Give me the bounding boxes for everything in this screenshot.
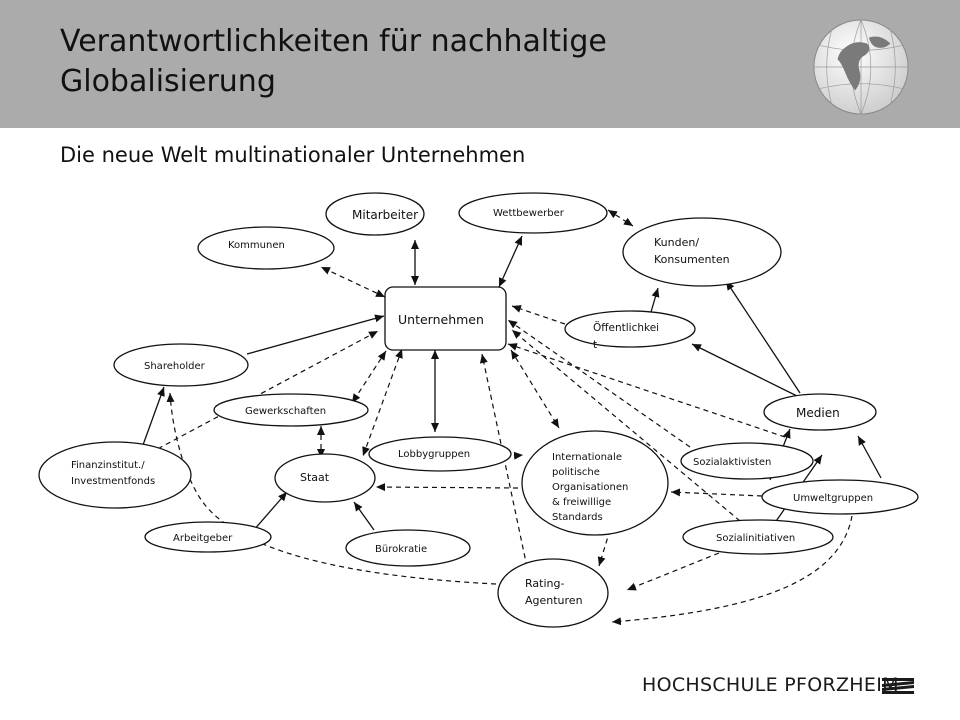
edge-medien-unternehmen <box>507 343 786 438</box>
edge-io-rating <box>597 529 611 567</box>
label-kunden-2: Konsumenten <box>654 253 730 266</box>
edge-umwelt-medien-2 <box>857 435 882 479</box>
label-buerokratie: Bürokratie <box>375 544 427 555</box>
node-wettbewerber <box>458 192 608 234</box>
node-kunden <box>622 217 782 287</box>
node-medien <box>763 393 877 431</box>
node-umweltgruppen <box>761 479 919 515</box>
label-oeffentlichkeit-2: t <box>593 339 597 351</box>
label-finanz-1: Finanzinstitut./ <box>71 460 145 471</box>
node-sozialaktivisten <box>680 442 814 480</box>
node-arbeitgeber <box>144 521 272 553</box>
node-buerokratie <box>345 529 471 567</box>
node-lobbygruppen <box>368 436 512 472</box>
label-mitarbeiter: Mitarbeiter <box>352 208 418 222</box>
label-medien: Medien <box>796 406 840 420</box>
node-gewerkschaften <box>213 393 369 427</box>
edge-umwelt-io <box>670 488 763 497</box>
node-rating <box>497 558 609 628</box>
globe-icon <box>813 19 909 115</box>
edge-umwelt-rating <box>611 515 853 626</box>
label-kommunen: Kommunen <box>228 240 285 251</box>
label-rating-1: Rating- <box>525 577 564 590</box>
label-shareholder: Shareholder <box>144 361 206 372</box>
node-mitarbeiter <box>325 192 425 236</box>
slide-subtitle: Die neue Welt multinationaler Unternehme… <box>60 143 526 167</box>
label-io-1: Internationale <box>552 452 622 463</box>
edge-wettbewerber-unternehmen <box>498 235 523 288</box>
node-staat <box>274 453 376 503</box>
hochschule-logo-icon <box>882 678 914 694</box>
node-sozialinitiativen <box>682 519 834 555</box>
label-sozialaktivisten: Sozialaktivisten <box>693 457 771 468</box>
node-unternehmen <box>384 286 507 351</box>
label-sozialinitiativen: Sozialinitiativen <box>716 533 795 544</box>
label-unternehmen: Unternehmen <box>398 312 484 327</box>
node-io <box>521 430 669 536</box>
edge-kommunen-unternehmen <box>320 266 386 298</box>
node-oeffentlichkeit <box>564 310 696 348</box>
edge-staat-unternehmen <box>362 348 403 457</box>
edge-sozialinit-rating <box>626 552 720 591</box>
edge-sozialinit-unternehmen <box>511 329 741 522</box>
label-oeffentlichkeit-1: Öffentlichkei <box>593 321 659 334</box>
label-finanz-2: Investmentfonds <box>71 476 155 487</box>
edge-io-unternehmen <box>510 349 560 429</box>
edge-oeffentlichkeit-unternehmen <box>511 305 566 325</box>
label-rating-2: Agenturen <box>525 594 583 607</box>
node-finanz <box>38 441 192 509</box>
node-kommunen <box>197 226 335 270</box>
label-umweltgruppen: Umweltgruppen <box>793 493 873 504</box>
edge-finanz-shareholder <box>142 386 165 446</box>
label-io-2: politische <box>552 467 600 478</box>
edge-finanz-unternehmen <box>149 330 379 454</box>
edge-io-staat <box>375 483 519 492</box>
label-wettbewerber: Wettbewerber <box>493 208 565 219</box>
label-staat: Staat <box>300 471 330 484</box>
edge-medien-kunden <box>725 280 801 394</box>
edge-arbeitgeber-staat <box>252 491 288 532</box>
edge-gewerkschaften-unternehmen <box>351 350 387 404</box>
label-lobbygruppen: Lobbygruppen <box>398 449 470 460</box>
label-io-3: Organisationen <box>552 482 628 493</box>
edge-shareholder-unternehmen <box>246 314 385 355</box>
label-arbeitgeber: Arbeitgeber <box>173 533 233 544</box>
footer-institution: HOCHSCHULE PFORZHEIM <box>642 674 899 696</box>
header-bar <box>0 0 960 128</box>
slide-title: Verantwortlichkeiten für nachhaltige Glo… <box>60 24 607 99</box>
label-kunden-1: Kunden/ <box>654 236 699 249</box>
edge-buerokratie-staat <box>353 501 375 531</box>
edge-sozialaktiv-unternehmen <box>507 319 691 448</box>
edge-medien-oeffentlichkeit <box>691 343 798 397</box>
node-shareholder <box>113 343 249 387</box>
label-io-4: & freiwillige <box>552 497 611 508</box>
label-gewerkschaften: Gewerkschaften <box>245 406 326 417</box>
edge-oeffentlichkeit-kunden <box>650 287 660 313</box>
edge-wettbewerber-kunden <box>607 209 634 227</box>
label-io-5: Standards <box>552 512 603 523</box>
